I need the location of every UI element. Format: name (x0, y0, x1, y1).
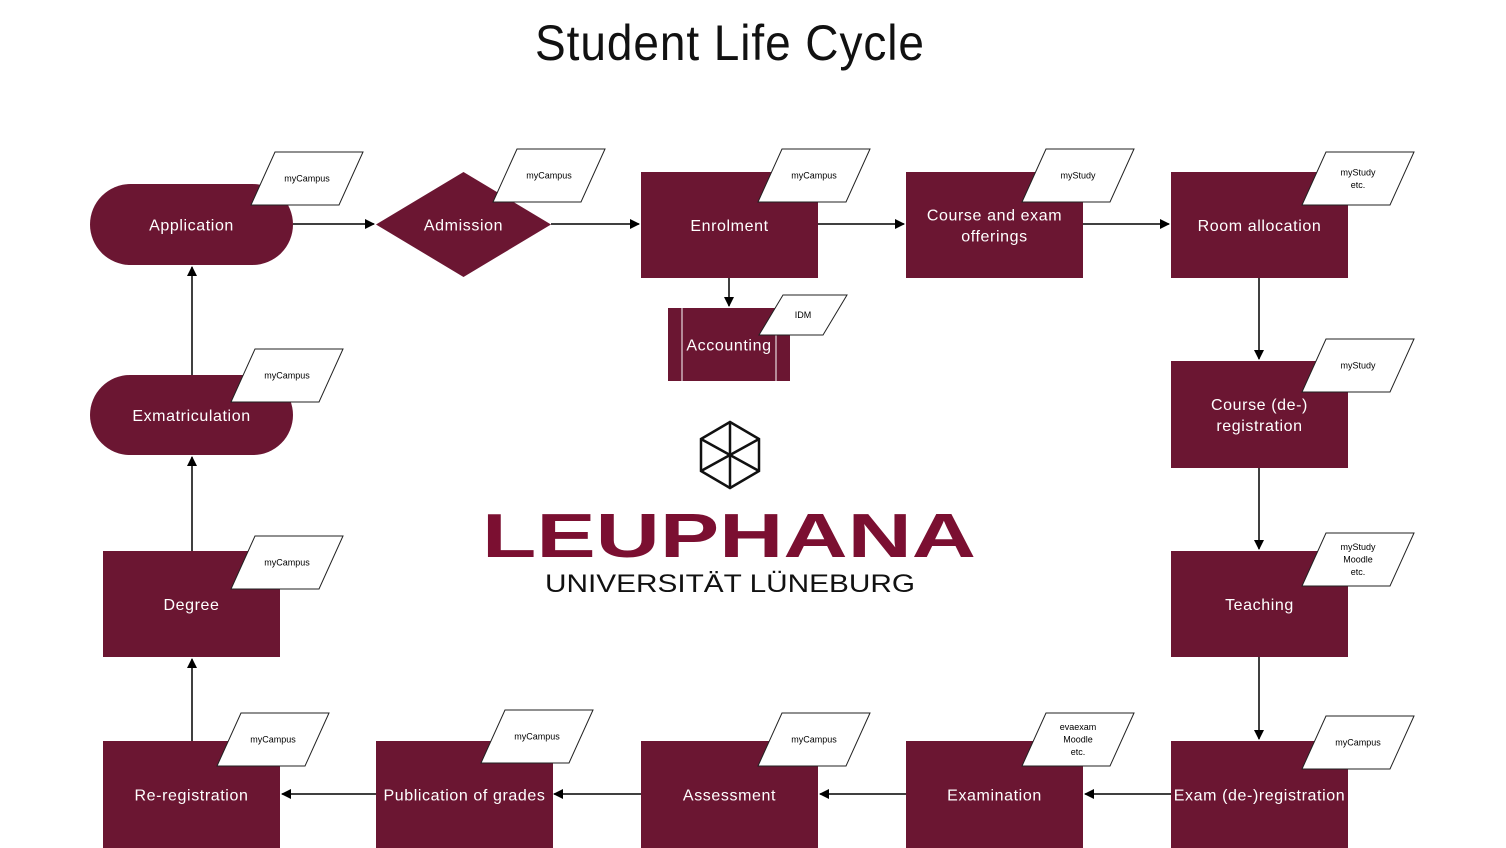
system-label: myStudy (1340, 542, 1376, 552)
node-label: Room allocation (1198, 218, 1322, 235)
system-tag: myCampus (230, 535, 344, 590)
system-tag: myCampus (492, 148, 606, 203)
system-label: myCampus (264, 371, 310, 381)
system-label: etc. (1351, 567, 1366, 577)
node-label: Publication of grades (383, 788, 545, 805)
node-label: Course (de-) (1211, 397, 1308, 414)
system-tag: myCampus (216, 712, 330, 767)
node-label: Teaching (1225, 597, 1294, 614)
system-label: evaexam (1060, 722, 1097, 732)
node-label: Enrolment (690, 218, 768, 235)
leuphana-logo: LEUPHANA UNIVERSITÄT LÜNEBURG (482, 420, 976, 598)
system-label: myCampus (514, 732, 560, 742)
node-admission[interactable]: Admission myCampus (376, 148, 606, 277)
node-room-allocation[interactable]: Room allocation myStudy etc. (1171, 151, 1415, 278)
node-label: offerings (961, 229, 1027, 246)
node-exmatriculation[interactable]: Exmatriculation myCampus (90, 348, 344, 455)
system-label: Moodle (1343, 555, 1373, 565)
node-re-registration[interactable]: Re-registration myCampus (103, 712, 330, 848)
node-degree[interactable]: Degree myCampus (103, 535, 344, 657)
terminal-shape (90, 184, 293, 265)
node-label: Admission (424, 218, 503, 235)
node-label: Course and exam (927, 208, 1062, 225)
node-label: Assessment (683, 788, 776, 805)
system-tag: myStudy (1021, 148, 1135, 203)
system-label: myCampus (791, 171, 837, 181)
system-label: Moodle (1063, 735, 1093, 745)
node-course-registration[interactable]: Course (de-) registration myStudy (1171, 338, 1415, 468)
system-label: myCampus (264, 558, 310, 568)
system-label: myCampus (250, 735, 296, 745)
node-label: Exam (de-)registration (1174, 788, 1345, 805)
node-application[interactable]: Application myCampus (90, 151, 364, 265)
system-label: IDM (795, 310, 812, 320)
system-label: myStudy (1340, 361, 1376, 371)
logo-subtitle: UNIVERSITÄT LÜNEBURG (545, 570, 915, 598)
node-course-offerings[interactable]: Course and exam offerings myStudy (906, 148, 1135, 278)
system-label: etc. (1351, 180, 1366, 190)
system-label: etc. (1071, 747, 1086, 757)
system-tag: myCampus (757, 712, 871, 767)
system-tag: myCampus (230, 348, 344, 403)
system-tag: IDM (758, 294, 848, 336)
node-label: Exmatriculation (132, 408, 250, 425)
system-label: myCampus (1335, 738, 1381, 748)
node-label: Degree (163, 597, 219, 614)
system-tag: myCampus (250, 151, 364, 206)
system-label: myCampus (526, 171, 572, 181)
diagram-title: Student Life Cycle (535, 15, 925, 71)
system-label: myCampus (791, 735, 837, 745)
system-label: myStudy (1340, 167, 1376, 177)
system-tag: myCampus (480, 709, 594, 764)
system-tag: myCampus (757, 148, 871, 203)
system-label: myStudy (1060, 171, 1096, 181)
node-publication-of-grades[interactable]: Publication of grades myCampus (376, 709, 594, 848)
system-tag: myStudy etc. (1301, 151, 1415, 206)
hexagon-cube-icon (699, 420, 761, 490)
node-label: Examination (947, 788, 1042, 805)
node-enrolment[interactable]: Enrolment myCampus (641, 148, 871, 278)
system-label: myCampus (284, 174, 330, 184)
node-label: registration (1216, 418, 1302, 435)
node-assessment[interactable]: Assessment myCampus (641, 712, 871, 848)
node-exam-registration[interactable]: Exam (de-)registration myCampus (1171, 715, 1415, 848)
node-accounting[interactable]: Accounting IDM (668, 294, 848, 381)
logo-wordmark: LEUPHANA (482, 502, 976, 571)
node-label: Application (149, 218, 234, 235)
system-tag: myCampus (1301, 715, 1415, 770)
node-label: Accounting (686, 338, 771, 355)
system-tag: myStudy (1301, 338, 1415, 393)
node-label: Re-registration (135, 788, 249, 805)
